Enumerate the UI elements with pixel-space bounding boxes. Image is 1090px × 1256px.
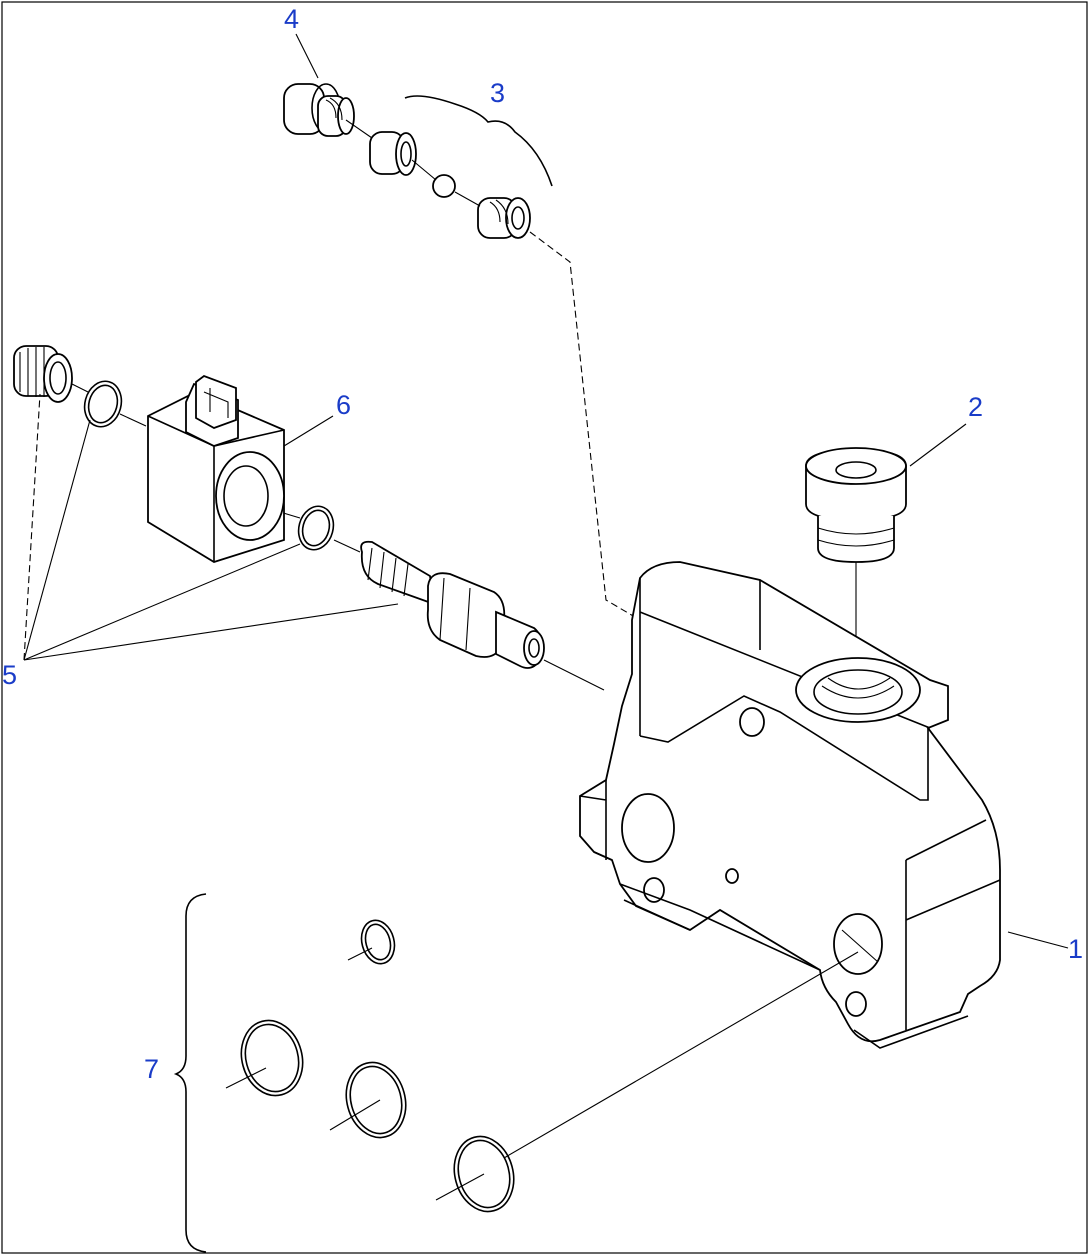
bracket-3	[404, 95, 553, 187]
part-7-o-ring-set	[173, 893, 859, 1253]
part-3-check-valve-set	[369, 95, 553, 239]
valve-cartridge	[360, 540, 545, 669]
leader-lines	[23, 33, 967, 661]
callout-3: 3	[490, 78, 505, 108]
callout-5: 5	[2, 660, 17, 690]
callout-2: 2	[968, 392, 983, 422]
o-ring-large-1	[240, 1019, 304, 1097]
callout-6: 6	[336, 390, 351, 420]
part-5-nut	[13, 345, 73, 403]
leader-line-1	[1007, 931, 1069, 949]
part-4-plug	[283, 83, 355, 137]
part-2-plug	[805, 447, 907, 563]
bracket-7	[173, 893, 207, 1253]
callout-7: 7	[144, 1054, 159, 1084]
alignment-line-top	[345, 119, 481, 207]
callout-1: 1	[1068, 934, 1083, 964]
o-ring-large-2	[345, 1061, 407, 1139]
part-1-valve-body	[579, 561, 1001, 1049]
o-ring-large-3	[453, 1135, 515, 1213]
part-5-o-ring-right	[297, 505, 335, 551]
o-ring-small	[360, 919, 396, 965]
callout-4: 4	[284, 4, 299, 34]
part-5-o-ring-left	[83, 380, 123, 428]
alignment-line-cartridge	[543, 659, 605, 691]
dashed-line-top	[529, 231, 641, 621]
alignment-line-left	[71, 383, 361, 553]
part-6-solenoid-coil	[147, 374, 285, 563]
